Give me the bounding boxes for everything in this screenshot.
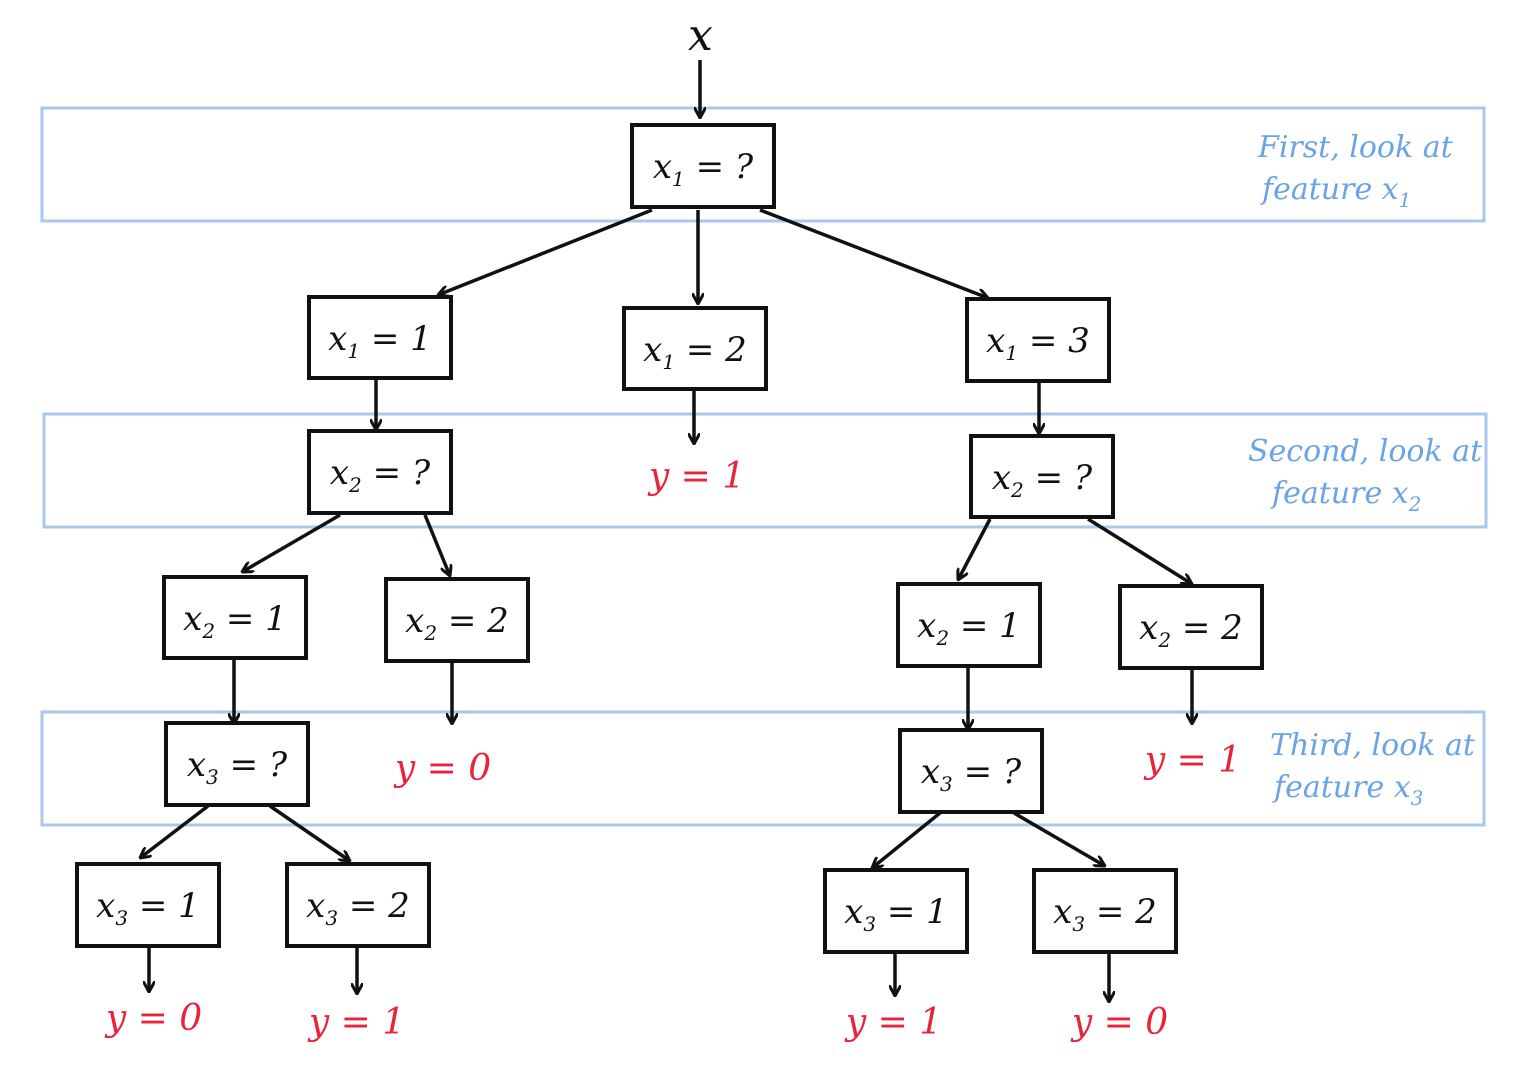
node-left-x2-2: x2 = 2 xyxy=(384,577,530,663)
layer-3-annotation: Third, look at feature x3 xyxy=(1270,728,1476,810)
leaf-left-x3-1: y = 0 xyxy=(104,998,202,1039)
layer-2-annotation: Second, look at feature x2 xyxy=(1248,434,1483,516)
edge-rx3q-rx3-2 xyxy=(1013,811,1105,866)
layer-band-1 xyxy=(40,106,1486,223)
node-x1-1: x1 = 1 xyxy=(307,295,453,380)
layer-3-line-2: feature x3 xyxy=(1272,770,1423,810)
edge-lx3q-lx3-1 xyxy=(140,804,210,858)
node-right-x2-2: x2 = 2 xyxy=(1118,584,1264,670)
leaf-right-x3-1: y = 1 xyxy=(844,1002,942,1043)
leaf-left-x2-2: y = 0 xyxy=(393,748,491,789)
node-right-x2-query: x2 = ? xyxy=(969,434,1115,519)
node-x1-3-label: x1 = 3 xyxy=(986,321,1090,365)
node-left-x2-query-label: x2 = ? xyxy=(330,453,431,497)
node-left-x2-1: x2 = 1 xyxy=(162,575,308,660)
layer-1-line-2: feature x1 xyxy=(1260,172,1411,212)
layer-band-2 xyxy=(42,412,1488,529)
node-left-x3-query-label: x3 = ? xyxy=(187,745,288,789)
edge-lx3q-lx3-2 xyxy=(269,804,350,861)
node-right-x2-2-label: x2 = 2 xyxy=(1139,608,1243,652)
node-right-x2-1: x2 = 1 xyxy=(896,582,1042,668)
edge-lx2q-lx2-2 xyxy=(423,514,450,576)
node-left-x3-1-label: x3 = 1 xyxy=(96,886,200,930)
node-x1-3: x1 = 3 xyxy=(965,297,1111,383)
leaf-right-x2-2: y = 1 xyxy=(1143,740,1241,781)
node-left-x3-2-label: x3 = 2 xyxy=(306,886,410,930)
node-right-x2-query-label: x2 = ? xyxy=(992,458,1093,502)
node-left-x2-1-label: x2 = 1 xyxy=(183,599,287,643)
node-right-x3-2: x3 = 2 xyxy=(1032,868,1178,954)
leaf-left-x3-2: y = 1 xyxy=(307,1002,405,1043)
node-left-x2-2-label: x2 = 2 xyxy=(405,601,509,645)
node-root: x1 = ? xyxy=(630,123,776,209)
node-left-x2-query: x2 = ? xyxy=(307,429,453,515)
layer-1-line-1: First, look at xyxy=(1257,130,1454,165)
edge-lx2q-lx2-1 xyxy=(242,513,341,572)
layer-band-3 xyxy=(40,710,1486,827)
node-right-x3-1: x3 = 1 xyxy=(823,868,969,954)
edge-rx2q-rx2-1 xyxy=(958,518,992,580)
node-left-x3-2: x3 = 2 xyxy=(285,862,431,948)
node-x1-2-label: x1 = 2 xyxy=(643,330,747,374)
node-right-x3-1-label: x3 = 1 xyxy=(844,892,948,936)
node-right-x3-query: x3 = ? xyxy=(898,728,1044,814)
node-right-x2-1-label: x2 = 1 xyxy=(917,606,1021,650)
edge-rx2q-rx2-2 xyxy=(1087,517,1192,584)
node-right-x3-query-label: x3 = ? xyxy=(921,752,1022,796)
edge-rx3q-rx3-1 xyxy=(872,811,942,868)
node-right-x3-2-label: x3 = 2 xyxy=(1053,892,1157,936)
layer-3-line-1: Third, look at xyxy=(1270,728,1476,763)
node-root-label: x1 = ? xyxy=(653,147,754,191)
edges xyxy=(140,60,1192,1002)
node-left-x3-query: x3 = ? xyxy=(164,721,310,807)
layer-1-annotation: First, look at feature x1 xyxy=(1257,130,1454,212)
input-label: x xyxy=(688,10,713,61)
layer-2-line-2: feature x2 xyxy=(1270,476,1421,516)
node-x1-2: x1 = 2 xyxy=(622,306,768,391)
edge-root-x1-1 xyxy=(438,208,653,295)
node-left-x3-1: x3 = 1 xyxy=(75,862,221,948)
leaf-middle: y = 1 xyxy=(647,456,745,497)
layer-2-line-1: Second, look at xyxy=(1248,434,1483,469)
edge-root-x1-3 xyxy=(759,208,988,298)
node-x1-1-label: x1 = 1 xyxy=(328,319,432,363)
leaf-right-x3-2: y = 0 xyxy=(1070,1002,1168,1043)
